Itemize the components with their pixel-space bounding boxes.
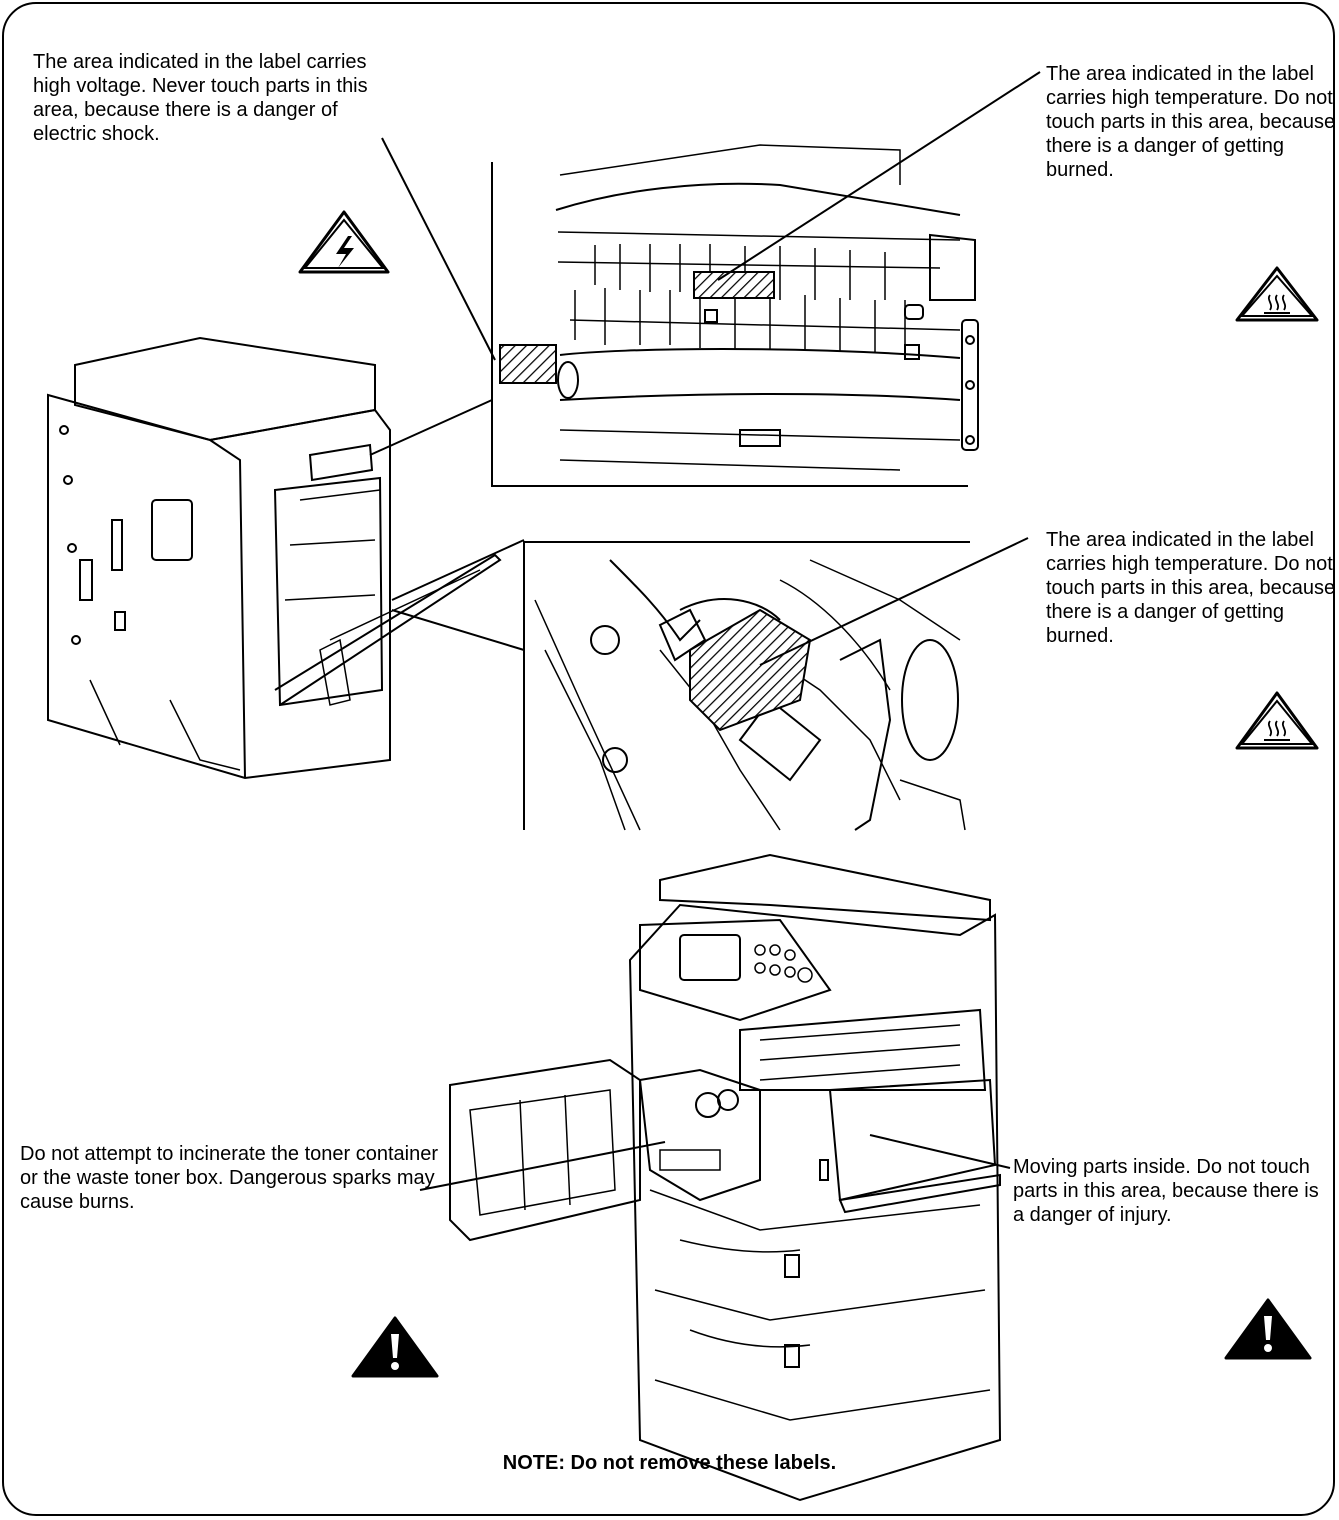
toner-incinerate-caption: Do not attempt to incinerate the toner c… xyxy=(20,1143,439,1213)
high-temp-label-marker-upper xyxy=(693,271,775,299)
hot-surface-warning-icon xyxy=(1235,691,1319,750)
high-voltage-caption: The area indicated in the label carries … xyxy=(33,51,368,145)
upper-detail-inset xyxy=(491,144,979,487)
machine-front-view xyxy=(449,853,1002,1502)
note-text: NOTE: Do not remove these labels. xyxy=(502,1452,837,1474)
moving-parts-caption: Moving parts inside. Do not touch parts … xyxy=(1013,1156,1319,1226)
high-voltage-label-marker xyxy=(499,344,557,384)
high-temperature-caption-lower: The area indicated in the label carries … xyxy=(1046,529,1336,647)
hot-surface-warning-icon xyxy=(1235,266,1319,322)
high-temp-label-marker-lower xyxy=(689,608,812,732)
exclamation-warning-icon xyxy=(1224,1298,1312,1360)
electric-shock-warning-icon xyxy=(298,210,390,274)
machine-side-view xyxy=(47,336,502,780)
high-temperature-caption-upper: The area indicated in the label carries … xyxy=(1046,63,1336,181)
exclamation-warning-icon xyxy=(351,1316,439,1378)
